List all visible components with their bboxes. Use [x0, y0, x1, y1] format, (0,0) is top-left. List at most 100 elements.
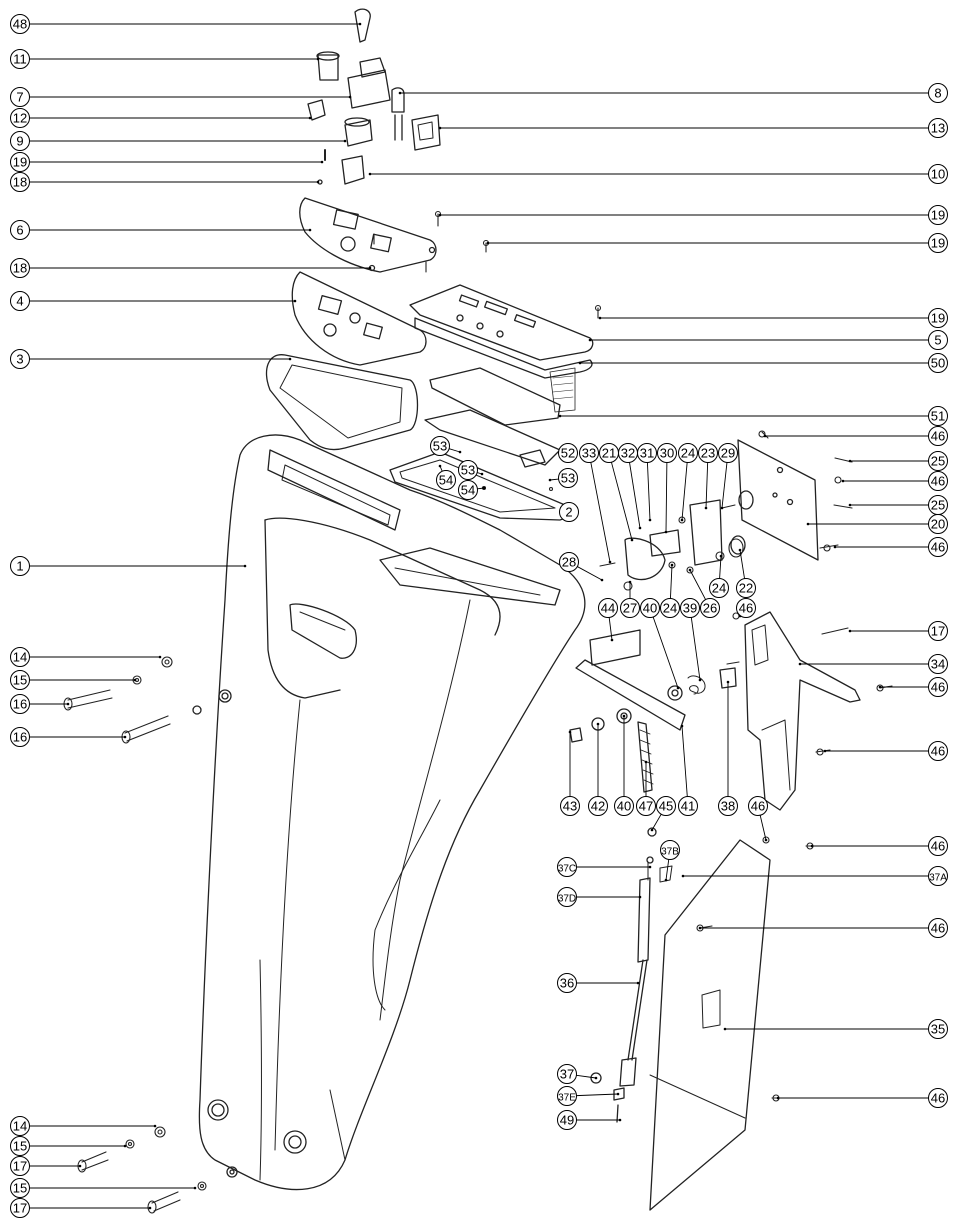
callout-bubble	[10, 49, 30, 69]
callout-number: 17	[13, 1159, 27, 1174]
leader-dot	[482, 486, 486, 490]
callout-51: 51	[558, 406, 948, 426]
leader-line	[665, 858, 670, 881]
callout-bubble	[660, 840, 680, 860]
callout-16: 16	[10, 694, 70, 714]
cover-panel-35	[649, 839, 771, 1211]
callout-bubble	[558, 468, 578, 488]
callout-bubble	[560, 796, 580, 816]
callout-number: 45	[659, 799, 673, 814]
callout-number: 19	[931, 208, 945, 223]
callout-number: 38	[721, 799, 735, 814]
leader-line	[610, 461, 633, 541]
callout-number: 25	[931, 454, 945, 469]
callout-15: 15	[10, 1136, 127, 1156]
callout-24: 24	[678, 443, 698, 522]
callout-20: 20	[806, 514, 948, 534]
callout-number: 52	[561, 446, 575, 461]
callout-number: 31	[640, 446, 654, 461]
callout-18: 18	[10, 172, 320, 192]
callout-bubble	[436, 470, 456, 490]
callout-number: 47	[639, 799, 653, 814]
callout-21: 21	[599, 443, 634, 542]
column-housing	[192, 434, 586, 1191]
callout-37c: 37C	[557, 857, 652, 877]
leader-dot	[698, 926, 702, 930]
callout-number: 33	[582, 446, 596, 461]
leader-dot	[616, 1092, 620, 1096]
callout-12: 12	[10, 108, 312, 128]
callout-bubble	[10, 131, 30, 151]
callout-number: 50	[931, 356, 945, 371]
callout-19: 19	[598, 308, 948, 328]
callout-46: 46	[823, 741, 948, 761]
callout-number: 16	[13, 697, 27, 712]
callout-11: 11	[10, 49, 320, 69]
callout-15: 15	[10, 1178, 197, 1198]
leader-dot	[810, 844, 814, 848]
callout-46: 46	[878, 677, 948, 697]
callout-48: 48	[10, 14, 362, 34]
callout-19: 19	[486, 233, 948, 253]
callout-bubble	[928, 451, 948, 471]
leader-line	[652, 616, 679, 689]
leader-dot	[776, 1096, 780, 1100]
callout-bubble	[660, 598, 680, 618]
callout-28: 28	[559, 552, 604, 582]
callout-46: 46	[748, 796, 768, 842]
circuit-board-51	[424, 367, 561, 468]
callout-25: 25	[848, 495, 948, 515]
leader-dot	[618, 1118, 622, 1122]
callout-bubble	[657, 443, 677, 463]
callout-42: 42	[588, 722, 608, 816]
leader-dot	[148, 1206, 152, 1210]
leader-line	[665, 462, 668, 533]
callout-bubble	[620, 598, 640, 618]
callout-15: 15	[10, 670, 137, 690]
callout-number: 36	[560, 976, 574, 991]
leader-dot	[848, 459, 852, 463]
callout-9: 9	[10, 131, 347, 151]
leader-line	[719, 555, 722, 579]
leader-dot	[680, 518, 684, 522]
leader-dot	[600, 578, 604, 582]
callout-bubble	[637, 443, 657, 463]
callout-6: 6	[10, 220, 312, 240]
callout-25: 25	[848, 451, 948, 471]
callout-bubble	[736, 598, 756, 618]
leader-dot	[798, 662, 802, 666]
callout-number: 49	[560, 1113, 574, 1128]
leader-line	[608, 616, 613, 641]
callout-37: 37	[557, 1064, 598, 1084]
callout-4: 4	[10, 291, 297, 311]
callout-bubble	[928, 1019, 948, 1039]
callout-number: 46	[931, 680, 945, 695]
leader-line	[629, 461, 641, 529]
callout-bubble	[557, 973, 577, 993]
callout-19: 19	[10, 152, 324, 172]
callout-bubble	[10, 670, 30, 690]
leader-dot	[848, 503, 852, 507]
callout-number: 16	[13, 730, 27, 745]
callout-bubble	[928, 677, 948, 697]
callout-number: 37	[560, 1067, 574, 1082]
callout-bubble	[10, 258, 30, 278]
callout-bubble	[10, 694, 30, 714]
callout-2: 2	[559, 502, 579, 522]
callout-14: 14	[10, 1116, 157, 1136]
callout-bubble	[928, 308, 948, 328]
callout-53: 53	[430, 436, 462, 456]
leader-dot	[698, 678, 702, 682]
callout-bubble	[928, 164, 948, 184]
callout-number: 28	[562, 555, 576, 570]
callout-37e: 37E	[557, 1086, 620, 1106]
leader-dot	[608, 560, 612, 564]
callout-bubble	[928, 330, 948, 350]
leader-dot	[598, 316, 602, 320]
callout-bubble	[718, 796, 738, 816]
callout-50: 50	[578, 353, 948, 373]
callout-bubble	[680, 598, 700, 618]
callout-number: 19	[13, 155, 27, 170]
callout-number: 23	[701, 446, 715, 461]
callout-bubble	[10, 647, 30, 667]
